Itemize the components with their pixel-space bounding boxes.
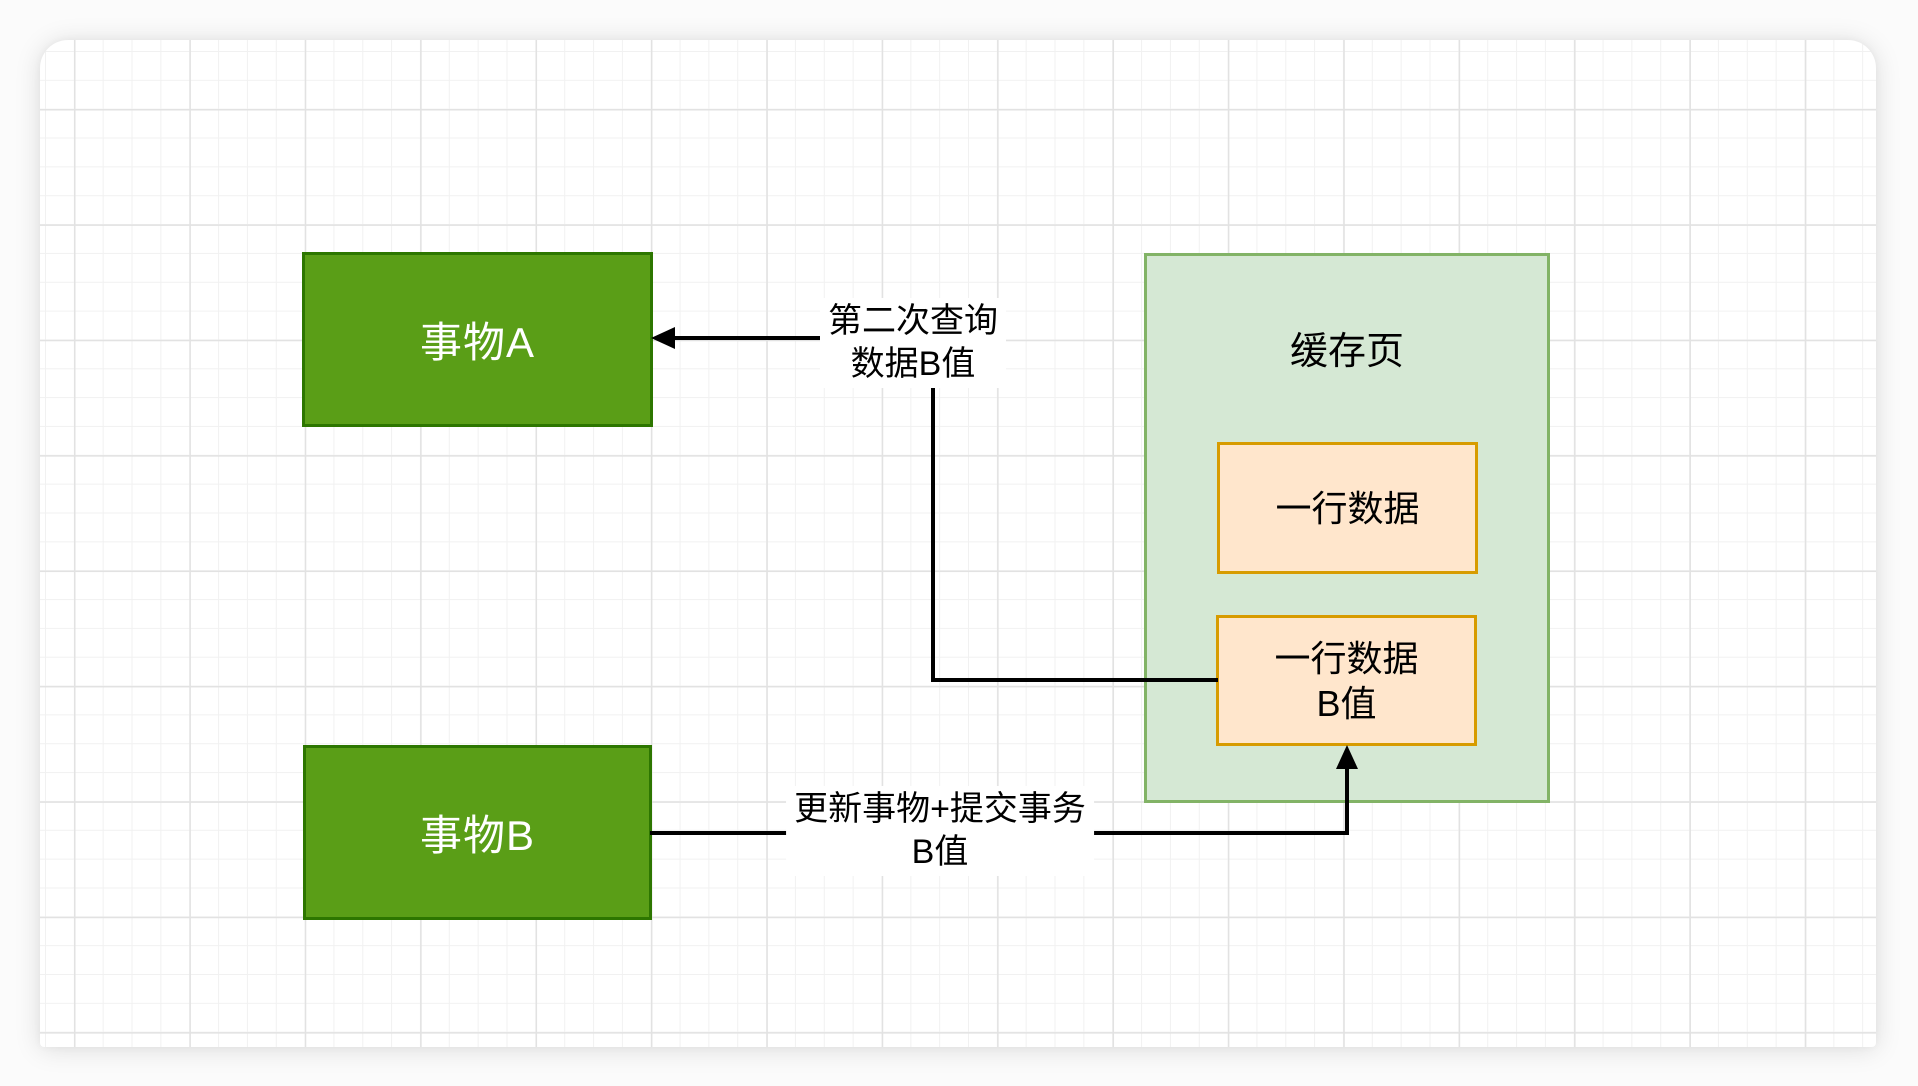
node-data-row-label: 一行数据	[1275, 487, 1420, 529]
edge-update-commit-arrowhead-icon	[1336, 745, 1358, 769]
node-data-row-b-line1: 一行数据	[1274, 637, 1419, 679]
edge-update-commit-label-line1: 更新事物+提交事务	[794, 790, 1086, 828]
edge-update-commit-label[interactable]: 更新事物+提交事务 B值	[786, 786, 1094, 876]
edge-second-query-label-line1: 第二次查询	[828, 302, 998, 340]
cache-page-title: 缓存页	[1289, 331, 1404, 373]
edge-second-query-segment-h2[interactable]	[931, 678, 1218, 682]
edge-update-commit-label-line2: B值	[911, 833, 969, 871]
edge-second-query-label[interactable]: 第二次查询 数据B值	[820, 298, 1006, 388]
node-data-row-b[interactable]: 一行数据 B值	[1216, 615, 1477, 746]
edge-second-query-segment-v[interactable]	[931, 336, 935, 682]
edge-second-query-arrowhead-icon	[651, 327, 675, 349]
node-transaction-a[interactable]: 事物A	[302, 252, 653, 427]
node-transaction-a-label: 事物A	[419, 319, 535, 366]
node-transaction-b-label: 事物B	[419, 812, 535, 859]
node-data-row-b-line2: B值	[1316, 682, 1377, 724]
node-transaction-b[interactable]: 事物B	[303, 745, 652, 920]
edge-update-commit-segment-v[interactable]	[1345, 765, 1349, 834]
node-data-row[interactable]: 一行数据	[1217, 442, 1478, 574]
edge-second-query-label-line2: 数据B值	[850, 345, 976, 383]
edge-second-query-segment-h1[interactable]	[668, 336, 934, 340]
